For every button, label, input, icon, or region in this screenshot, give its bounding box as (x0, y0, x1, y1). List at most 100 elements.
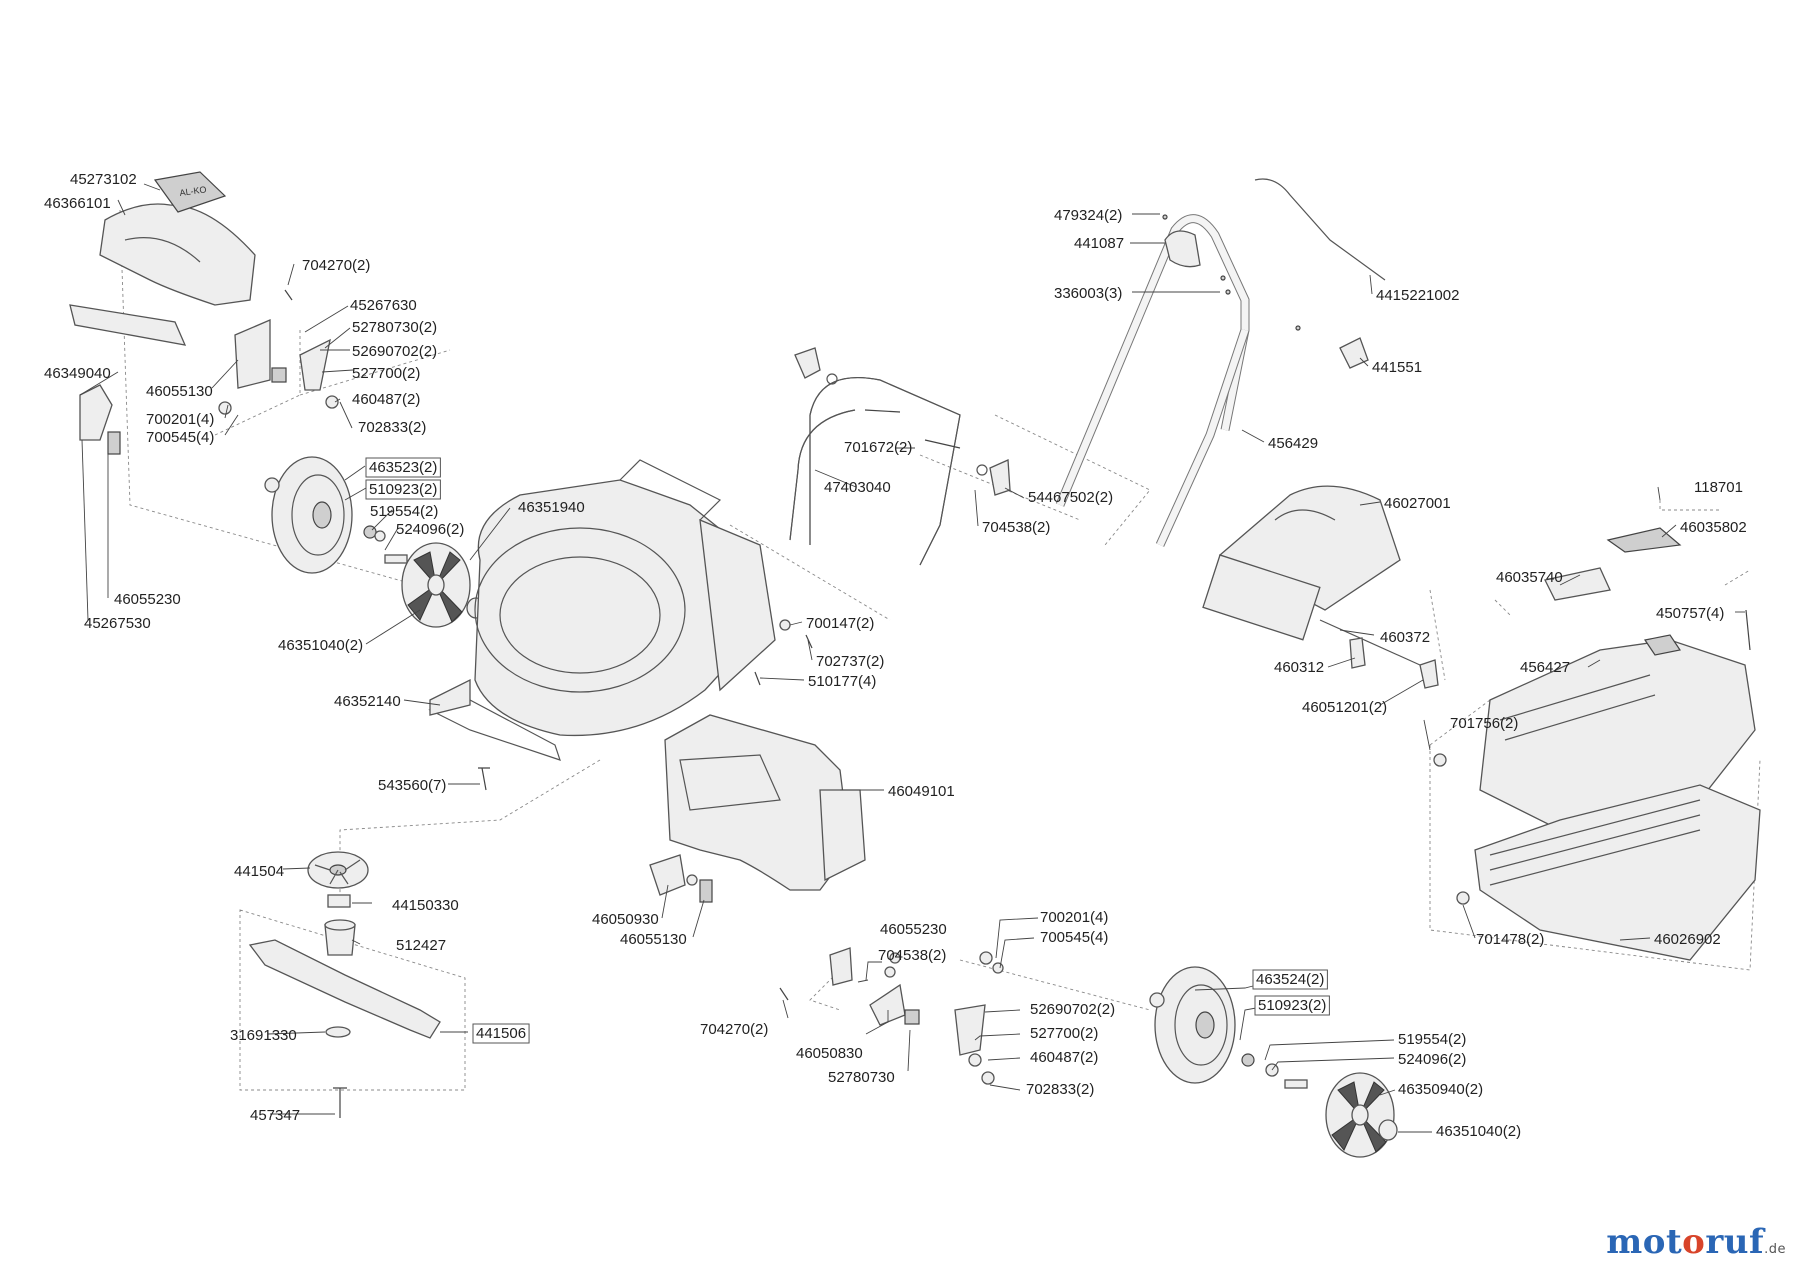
part-label-p10: 460487(2) (352, 391, 420, 408)
part-number-text: 52690702(2) (1030, 1001, 1115, 1018)
part-number-text: 45267630 (350, 297, 417, 314)
part-number-text: 47403040 (824, 479, 891, 496)
part-number-text: 543560(7) (378, 777, 446, 794)
part-number-text: 450757(4) (1656, 605, 1724, 622)
watermark-part3: ruf (1705, 1222, 1765, 1262)
part-label-p55: 701756(2) (1450, 715, 1518, 732)
part-label-p50: 118701 (1694, 479, 1743, 496)
part-number-text: 46035740 (1496, 569, 1563, 586)
part-label-p66: 527700(2) (1030, 1025, 1098, 1042)
part-number-text: 46351040(2) (1436, 1123, 1521, 1140)
part-label-p05: 52780730(2) (352, 319, 437, 336)
motoruf-watermark: motoruf.de (1606, 1222, 1786, 1262)
axle-bracket-left-drawing (234, 319, 271, 389)
part-number-text: 702833(2) (358, 419, 426, 436)
part-number-text: 704270(2) (302, 257, 370, 274)
part-number-text: 701478(2) (1476, 931, 1544, 948)
part-drawings: AL-KO (69, 171, 1761, 1158)
watermark-part1: mot (1606, 1222, 1683, 1262)
part-label-p01: 45273102 (70, 171, 137, 188)
part-label-p13: 702833(2) (358, 419, 426, 436)
part-label-p51: 46035802 (1680, 519, 1747, 536)
part-label-p74: 46351040(2) (1436, 1123, 1521, 1140)
part-label-p02: 46366101 (44, 195, 111, 212)
part-number-text: 46051201(2) (1302, 699, 1387, 716)
part-number-text: 46352140 (334, 693, 401, 710)
part-label-p68: 702833(2) (1026, 1081, 1094, 1098)
part-label-p34: 700147(2) (806, 615, 874, 632)
part-label-p63: 46050830 (796, 1045, 863, 1062)
part-label-box (365, 479, 441, 500)
part-label-p36: 510177(4) (808, 673, 876, 690)
part-label-p26: 512427 (396, 937, 446, 954)
part-number-text: 460312 (1274, 659, 1324, 676)
part-label-p67: 460487(2) (1030, 1049, 1098, 1066)
part-label-p29: 457347 (250, 1107, 300, 1124)
part-label-p17: 524096(2) (396, 521, 464, 538)
part-number-text: 460487(2) (1030, 1049, 1098, 1066)
part-label-p09: 46055130 (146, 383, 213, 400)
part-number-text: 701756(2) (1450, 715, 1518, 732)
part-label-p47: 460372 (1380, 629, 1430, 646)
part-label-p64: 52780730 (828, 1069, 895, 1086)
part-label-p73: 46350940(2) (1398, 1081, 1483, 1098)
part-number-text: 46049101 (888, 783, 955, 800)
fan-impeller-drawing (307, 851, 369, 889)
part-number-text: 460372 (1380, 629, 1430, 646)
part-number-text: 441551 (1372, 359, 1422, 376)
cutting-blade-drawing (248, 939, 441, 1039)
part-label-p11: 700201(4) (146, 411, 214, 428)
part-number-text: 510923(2) (1258, 997, 1326, 1014)
part-number-text: 702833(2) (1026, 1081, 1094, 1098)
logo-plate-drawing (153, 171, 227, 213)
part-label-p57: 46026902 (1654, 931, 1721, 948)
part-label-box (1254, 995, 1330, 1016)
upper-handle-drawing (1055, 214, 1250, 547)
part-number-text: 456427 (1520, 659, 1570, 676)
part-label-p37: 46049101 (888, 783, 955, 800)
part-number-text: 46351940 (518, 499, 585, 516)
part-label-p72: 524096(2) (1398, 1051, 1466, 1068)
part-number-text: 46055130 (620, 931, 687, 948)
part-number-text: 54467502(2) (1028, 489, 1113, 506)
part-number-text: 457347 (250, 1107, 300, 1124)
part-number-text: 46050830 (796, 1045, 863, 1062)
part-label-p71: 519554(2) (1398, 1031, 1466, 1048)
part-label-p24: 441504 (234, 863, 284, 880)
rear-flap-cover-drawing (99, 203, 256, 306)
part-number-text: 510177(4) (808, 673, 876, 690)
part-label-p30: 701672(2) (844, 439, 912, 456)
brake-bar-drawing (1254, 178, 1386, 281)
part-label-p25: 44150330 (392, 897, 459, 914)
watermark-part2: o (1682, 1222, 1706, 1262)
part-number-text: 700201(4) (1040, 909, 1108, 926)
blade-adapter-drawing (327, 894, 351, 908)
part-label-p31: 47403040 (824, 479, 891, 496)
part-label-p23: 543560(7) (378, 777, 446, 794)
part-number-text: 701672(2) (844, 439, 912, 456)
part-label-box (472, 1023, 530, 1044)
part-number-text: 456429 (1268, 435, 1318, 452)
part-number-text: 704538(2) (878, 947, 946, 964)
part-label-p27: 31691330 (230, 1027, 297, 1044)
part-label-p16: 519554(2) (370, 503, 438, 520)
part-label-p53: 450757(4) (1656, 605, 1724, 622)
part-number-text: 700201(4) (146, 411, 214, 428)
part-number-text: 463523(2) (369, 459, 437, 476)
part-label-p18: 46351940 (518, 499, 585, 516)
part-label-p40: 479324(2) (1054, 207, 1122, 224)
grassbox-lid-drawing (1202, 485, 1401, 641)
part-number-text: 524096(2) (1398, 1051, 1466, 1068)
wing-knob-drawing (794, 347, 821, 379)
part-number-text: 44150330 (392, 897, 459, 914)
hub-cap-left-drawing (401, 542, 471, 628)
part-number-text: 46027001 (1384, 495, 1451, 512)
part-number-text: 460487(2) (352, 391, 420, 408)
part-number-text: 700147(2) (806, 615, 874, 632)
lower-handle-drawing (789, 376, 961, 566)
part-label-p41: 441087 (1074, 235, 1124, 252)
part-label-p03: 704270(2) (302, 257, 370, 274)
part-number-text: 702737(2) (816, 653, 884, 670)
part-label-p60: 46055230 (880, 921, 947, 938)
